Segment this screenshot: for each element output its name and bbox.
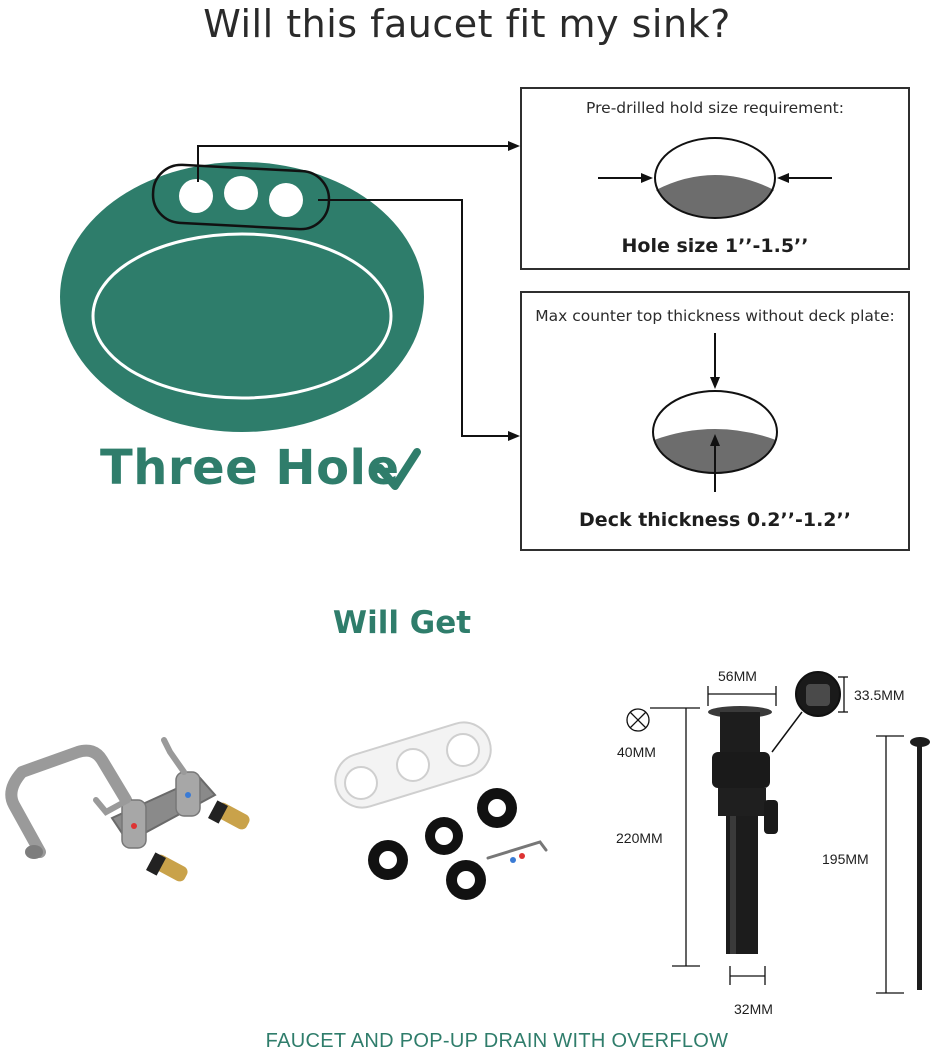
faucet-hole-right	[269, 183, 303, 217]
deck-thickness-box: Max counter top thickness without deck p…	[520, 291, 910, 551]
popup-drain	[626, 671, 930, 994]
dim-stopper-height: 33.5MM	[854, 687, 905, 703]
deck-thickness-caption: Max counter top thickness without deck p…	[535, 307, 895, 325]
faucet-hole-center	[224, 176, 258, 210]
connector-lines	[197, 141, 520, 441]
dim-flange-dia: 40MM	[617, 744, 656, 760]
will-get-heading: Will Get	[332, 605, 472, 641]
three-hole-label: Three Hole	[100, 440, 400, 496]
hole-size-caption: Pre-drilled hold size requirement:	[586, 99, 844, 117]
dim-pipe-dia: 32MM	[734, 1001, 773, 1017]
connector-to-hole-box	[197, 145, 510, 182]
hole-size-value: Hole size 1’’-1.5’’	[621, 235, 809, 257]
check-icon	[376, 448, 421, 490]
dim-body-length: 220MM	[616, 830, 663, 846]
rubber-washers	[368, 788, 517, 900]
accessories	[334, 721, 548, 900]
dim-rod-length: 195MM	[822, 851, 869, 867]
page-title: Will this faucet fit my sink?	[203, 2, 731, 46]
faucet-hole-left	[179, 179, 213, 213]
deck-thickness-value: Deck thickness 0.2’’-1.2’’	[579, 509, 851, 531]
sink-illustration	[60, 162, 424, 432]
hex-key	[486, 840, 548, 860]
hole-size-box: Pre-drilled hold size requirement: Hole …	[520, 87, 910, 270]
connector-to-deck-box	[318, 199, 510, 437]
dim-width-top: 56MM	[718, 668, 757, 684]
hole-group-outline	[151, 163, 331, 231]
sink-basin-outline	[91, 232, 393, 400]
faucet-product	[5, 737, 250, 882]
footer-caption: FAUCET AND POP-UP DRAIN WITH OVERFLOW	[265, 1030, 729, 1052]
